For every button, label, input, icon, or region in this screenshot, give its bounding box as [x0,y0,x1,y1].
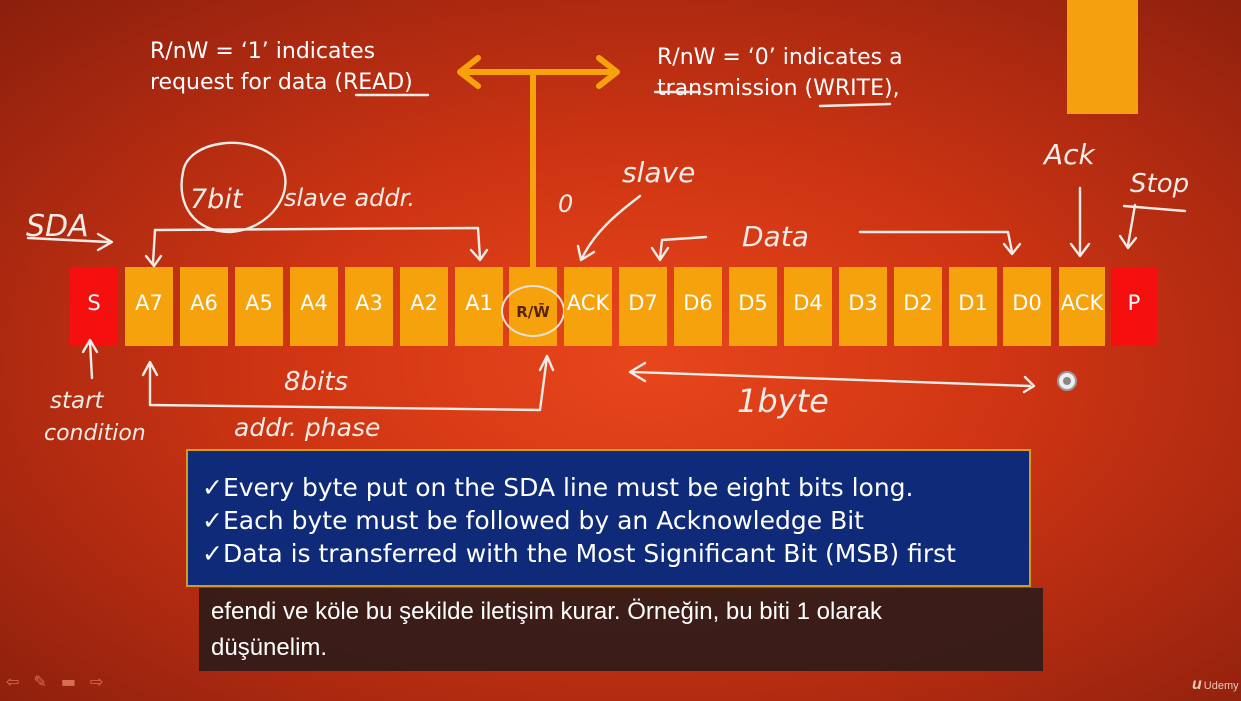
info-line-2: ✓Each byte must be followed by an Acknow… [202,506,864,535]
write-note: R/nW = ‘0’ indicates a transmission (WRI… [657,42,903,104]
next-arrow-icon[interactable]: ⇨ [89,672,104,691]
frame-cell-a3: A3 [345,267,393,346]
frame-cell-label: D0 [1012,290,1042,315]
udemy-logo-icon: u [1192,676,1202,693]
frame-cell-d2: D2 [894,267,942,346]
caption-line-1: efendi ve köle bu şekilde iletişim kurar… [211,598,883,625]
frame-cell-label: A5 [245,290,273,315]
frame-cell-label: A6 [190,290,218,315]
hw-start: start [50,388,105,414]
frame-cell-d3: D3 [839,267,887,346]
frame-cell-ack: ACK [1059,267,1105,346]
frame-cell-label: D5 [738,290,768,315]
info-box: ✓Every byte put on the SDA line must be … [186,449,1031,587]
frame-cell-d0: D0 [1003,267,1051,346]
pen-icon[interactable]: ✎ [33,672,47,691]
hw-sda: SDA [26,209,89,244]
frame-cell-label: S [87,290,101,315]
frame-cell-label: A2 [410,290,438,315]
previous-arrow-icon[interactable]: ⇦ [6,672,20,691]
read-note-line2: request for data (READ) [150,70,413,95]
hw-zero: 0 [558,190,573,218]
frame-cell-label: P [1127,290,1141,315]
info-line-1: ✓Every byte put on the SDA line must be … [202,473,914,502]
read-note: R/nW = ‘1’ indicates request for data (R… [150,36,413,98]
frame-cell-a1: A1 [455,267,503,346]
frame-cell-label: D4 [793,290,823,315]
info-line-3: ✓Data is transferred with the Most Signi… [202,539,956,568]
frame-cell-label: ACK [1060,290,1104,315]
hw-condition: condition [44,421,146,446]
frame-cell-label: A4 [300,290,328,315]
frame-cell-p: P [1111,267,1157,346]
frame-cell-a5: A5 [235,267,283,346]
frame-cell-label: D7 [628,290,658,315]
caption-line-2: düşünelim. [211,634,328,661]
frame-cell-rw: R/W̄ [501,267,565,346]
hw-slave: slave [622,156,695,189]
write-note-line1: R/nW = ‘0’ indicates a [657,45,903,70]
hw-seven-bit: 7bit [190,184,244,215]
hw-ack: Ack [1042,138,1097,171]
write-note-line2: transmission (WRITE), [657,76,900,101]
frame-cell-label: D1 [958,290,988,315]
subtitle-caption: efendi ve köle bu şekilde iletişim kurar… [199,588,1043,671]
frame-cell-a2: A2 [400,267,448,346]
frame-cell-d6: D6 [674,267,722,346]
frame-cell-label: D6 [683,290,713,315]
read-note-line1: R/nW = ‘1’ indicates [150,39,376,64]
frame-cell-d1: D1 [949,267,997,346]
frame-cell-ack: ACK [564,267,612,346]
hw-stop: Stop [1130,169,1189,199]
udemy-name: Udemy [1203,680,1239,692]
slide-controls: ⇦ ✎ ▬ ⇨ [6,672,103,691]
frame-cell-label: D2 [903,290,933,315]
frame-cell-s: S [70,267,118,346]
corner-orange-block [1067,0,1138,114]
cursor-dot-center [1063,377,1071,385]
frame-cell-label: A3 [355,290,383,315]
hw-eight-bits: 8bits [284,367,348,397]
hw-data: Data [742,220,809,253]
frame-cell-a7: A7 [125,267,173,346]
hw-slave-addr: slave addr. [284,184,415,212]
frame-cell-label: A7 [135,290,163,315]
screen-icon[interactable]: ▬ [60,672,76,691]
frame-cell-a4: A4 [290,267,338,346]
frame-cell-label: D3 [848,290,878,315]
frame-cell-d4: D4 [784,267,832,346]
hw-one-byte: 1byte [737,382,829,420]
hw-addr-phase: addr. phase [234,413,380,442]
frame-cell-a6: A6 [180,267,228,346]
frame-cell-d5: D5 [729,267,777,346]
frame-cell-d7: D7 [619,267,667,346]
frame-cell-label: A1 [465,290,493,315]
frame-cell-label: ACK [566,290,610,315]
